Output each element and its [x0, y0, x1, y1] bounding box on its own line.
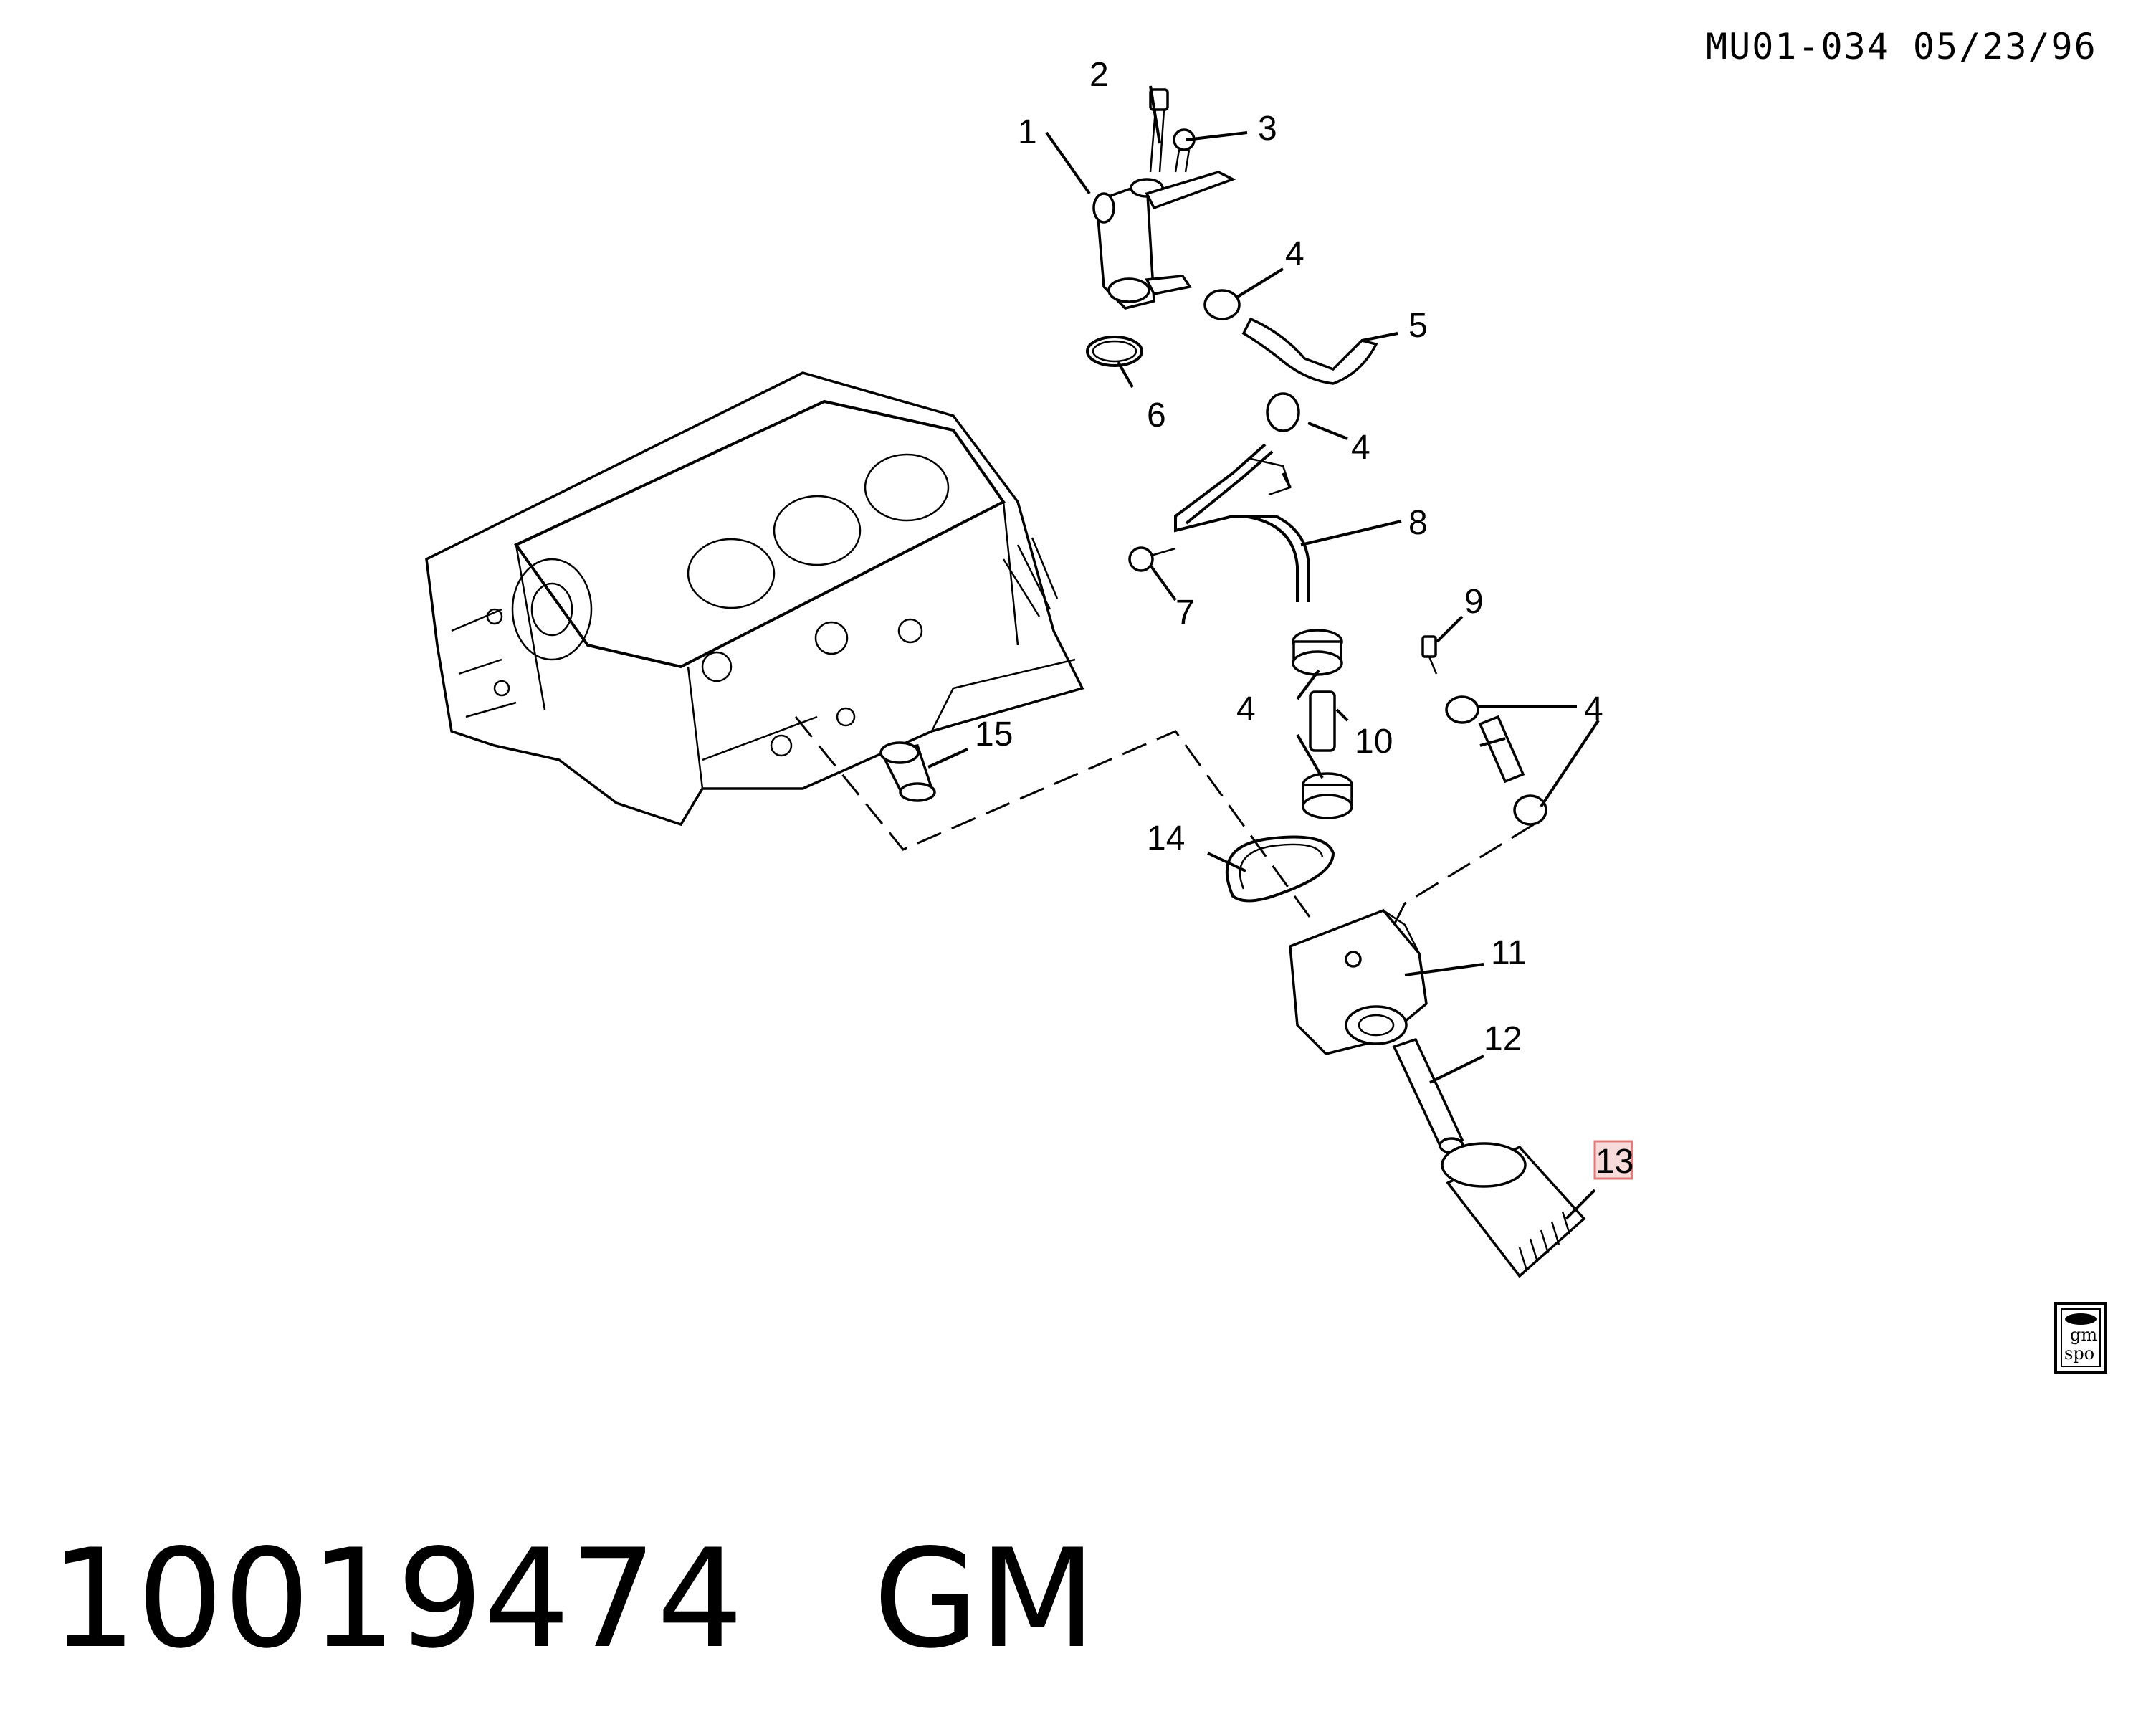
callout-4d: 4: [1584, 690, 1603, 728]
callout-14: 14: [1147, 819, 1185, 857]
part-number: 10019474: [50, 1520, 744, 1678]
brand-name: GM: [873, 1520, 1097, 1678]
part-11-adapter: [1289, 908, 1428, 1055]
callout-8: 8: [1408, 504, 1428, 542]
logo-line-2: spo: [2064, 1343, 2094, 1364]
callout-1: 1: [1018, 113, 1037, 151]
part-14-gasket: [1225, 835, 1335, 903]
callout-9: 9: [1464, 583, 1484, 621]
callout-10: 10: [1355, 723, 1393, 761]
assembly-guide-lines: [794, 716, 1535, 926]
callout-4c: 4: [1236, 690, 1256, 728]
part-6-o-ring: [1086, 336, 1143, 367]
callout-7: 7: [1175, 594, 1195, 632]
part-4-clamps: [1203, 289, 1547, 826]
part-13-oil-filter: [1441, 1142, 1586, 1278]
part-5-hose: [1241, 317, 1378, 385]
callout-15: 15: [975, 715, 1013, 753]
callout-labels: 1 2 3 4 5 6 4 7 8 9 4 10 4 11 12 13 14 1…: [975, 56, 1633, 1181]
callout-11: 11: [1491, 934, 1527, 972]
part-3-bolt: [1173, 128, 1196, 173]
drawing-code: MU01-034 05/23/96: [1706, 26, 2097, 67]
part-10-tubes: [1309, 690, 1525, 784]
callout-4a: 4: [1285, 235, 1304, 273]
logo-line-1: gm: [2070, 1325, 2097, 1345]
callout-leader-lines: [927, 85, 1600, 1220]
part-12-stud: [1392, 1037, 1464, 1154]
callout-13-highlight: [1593, 1140, 1633, 1180]
callout-3: 3: [1258, 110, 1277, 148]
callout-6: 6: [1147, 396, 1166, 434]
callout-2: 2: [1089, 56, 1109, 94]
callout-5: 5: [1408, 307, 1428, 345]
part-9-fitting: [1421, 635, 1438, 675]
part-number-footer: 10019474 GM: [50, 1520, 1096, 1678]
gm-spo-logo: gm spo: [2054, 1302, 2107, 1374]
part-8-pipe: [1174, 443, 1310, 602]
part-7-bolt: [1128, 546, 1176, 572]
callout-12: 12: [1484, 1020, 1522, 1058]
part-15-plug: [879, 741, 936, 802]
callout-13[interactable]: 13: [1595, 1143, 1633, 1181]
callout-4b: 4: [1351, 429, 1370, 467]
part-1-fitting: [1092, 171, 1236, 310]
engine-block: [425, 371, 1084, 827]
